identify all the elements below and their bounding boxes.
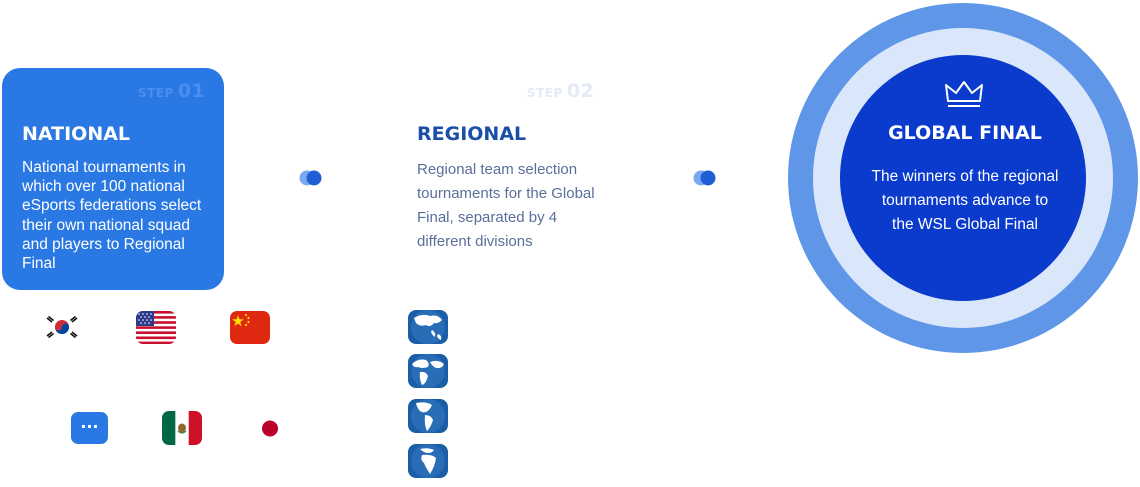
regional-title: REGIONAL	[417, 123, 527, 145]
national-title: NATIONAL	[22, 123, 131, 145]
japan-flag-icon	[250, 412, 290, 445]
global-final-title: GLOBAL FINAL	[888, 122, 1042, 144]
connector-dots-icon	[693, 170, 716, 186]
regional-description: Regional team selection tournaments for …	[417, 161, 595, 250]
global-final-description: The winners of the regional tournaments …	[871, 168, 1059, 233]
usa-flag-icon	[136, 311, 176, 344]
global-final-circle	[840, 55, 1086, 301]
europe-globe-icon	[408, 354, 448, 388]
more-icon: ···	[80, 417, 99, 436]
national-description: National tournaments in which over 100 n…	[22, 159, 202, 273]
americas-globe-icon	[408, 399, 448, 433]
more-countries-button[interactable]: ···	[71, 412, 108, 444]
national-card	[2, 68, 224, 290]
mexico-flag-icon	[162, 411, 202, 445]
china-flag-icon	[230, 311, 270, 344]
connector-dots-icon	[299, 170, 322, 186]
asia-globe-icon	[408, 310, 448, 344]
africa-globe-icon	[408, 444, 448, 478]
south-korea-flag-icon	[42, 312, 82, 342]
crown-icon	[945, 81, 983, 107]
